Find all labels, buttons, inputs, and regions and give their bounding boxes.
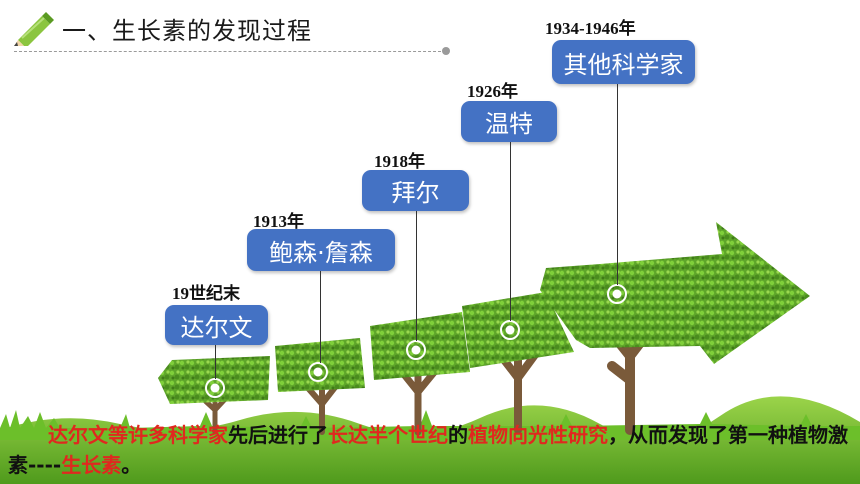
connector-line xyxy=(215,345,216,379)
connector-line xyxy=(416,211,417,341)
title-divider-dot xyxy=(442,47,450,55)
timeline-year-went: 1926年 xyxy=(467,82,518,101)
summary-text: ，从而发现了第一种植物激素---- xyxy=(8,423,848,477)
summary-research: 植物向光性研究 xyxy=(468,423,608,447)
timeline-year-other-scientists: 1934-1946年 xyxy=(545,19,636,38)
summary-scientists: 达尔文等许多科学家 xyxy=(48,423,228,447)
scientist-box-other-scientists[interactable]: 其他科学家 xyxy=(552,40,695,84)
summary-text: 先后进行了 xyxy=(228,423,328,447)
connector-line xyxy=(510,142,511,321)
pencil-icon xyxy=(14,12,54,46)
scientist-box-boysen-jensen[interactable]: 鲍森·詹森 xyxy=(247,229,395,271)
scientist-box-paal[interactable]: 拜尔 xyxy=(362,170,469,211)
scientist-box-went[interactable]: 温特 xyxy=(461,101,557,142)
page-title: 一、生长素的发现过程 xyxy=(62,16,312,45)
summary-auxin: 生长素 xyxy=(61,453,122,477)
summary-paragraph: 达尔文等许多科学家先后进行了长达半个世纪的植物向光性研究，从而发现了第一种植物激… xyxy=(8,420,848,480)
connector-line xyxy=(320,271,321,363)
title-divider xyxy=(14,51,446,52)
timeline-year-paal: 1918年 xyxy=(374,152,425,171)
summary-text: 。 xyxy=(121,453,142,477)
connector-line xyxy=(617,84,618,285)
summary-text: 的 xyxy=(448,423,468,447)
summary-duration: 长达半个世纪 xyxy=(328,423,448,447)
timeline-year-boysen-jensen: 1913年 xyxy=(253,212,304,231)
timeline-year-darwin: 19世纪末 xyxy=(172,284,240,303)
scientist-box-darwin[interactable]: 达尔文 xyxy=(165,305,268,345)
header: 一、生长素的发现过程 xyxy=(12,8,312,48)
